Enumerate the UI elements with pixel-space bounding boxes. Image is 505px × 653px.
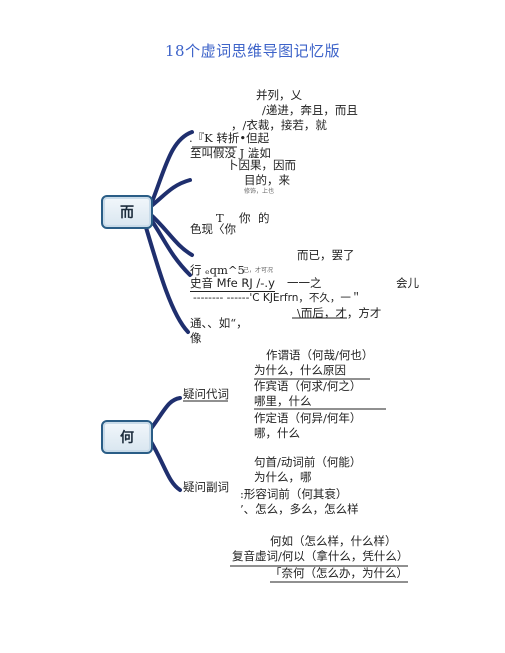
- he-line-6: 句首/动词前（何能）: [254, 455, 362, 469]
- er-line-1: /递进，奔且，而且: [262, 103, 358, 117]
- er-line-7: 修饰，上也: [244, 188, 275, 195]
- er-line-11: 色现〈你: [190, 222, 236, 236]
- er-line-3: .『K 转折•但起: [189, 131, 270, 145]
- he-line-3: 哪里，什么: [254, 394, 312, 408]
- he-line-7: 为什么，哪: [254, 470, 312, 484]
- er-line-2: ，/衣裁，接若，就: [231, 118, 327, 132]
- he-line-0: 作谓语（何哉/何也）: [266, 348, 374, 362]
- er-line-12: 而已，罢了: [297, 248, 355, 262]
- er-line-14: 己，才可况: [243, 267, 274, 274]
- er-line-15: 会儿: [396, 276, 419, 290]
- er-line-10: 的: [258, 211, 270, 225]
- he-line-2: 作宾语（何求/何之）: [254, 379, 362, 393]
- er-line-6: 目的，来: [244, 173, 290, 187]
- er-line-8: T: [216, 211, 224, 225]
- node-er: 而: [101, 195, 153, 229]
- he-line-1: 为什么，什么原因: [254, 363, 346, 377]
- er-line-18: -------- ------'C KJErfrn，不久，一＂: [193, 292, 362, 304]
- er-line-21: 像: [190, 331, 202, 345]
- er-line-20: 通、、如“，: [190, 316, 248, 330]
- he-line-4: 作定语（何异/何年）: [254, 411, 362, 425]
- he-line-11: 复音虚词/何以（拿什么，凭什么）: [232, 549, 409, 563]
- er-line-5: 卜因果，因而: [227, 158, 296, 172]
- er-line-16: 史音 Mfe RJ /-.y: [190, 276, 275, 292]
- page-title: 18个虚词思维导图记忆版: [165, 42, 341, 60]
- er-line-19: \而后，才，方才: [297, 306, 382, 320]
- he-line-12: 「奈何（怎么办，为什么）: [270, 566, 408, 580]
- he-line-10: 何如（怎么样，什么样）: [270, 534, 397, 548]
- he-label-adverb: 疑问副词: [183, 480, 229, 494]
- er-line-9: 你: [239, 211, 251, 225]
- he-label-pronoun: 疑问代词: [183, 387, 229, 401]
- er-line-4: 至叫假没 J 澁如: [190, 146, 271, 160]
- er-line-17: 一一之: [287, 276, 322, 290]
- he-line-8: :形容词前（何其衰）: [240, 487, 348, 501]
- er-line-13: 行 ₑqm^5: [190, 263, 245, 277]
- er-line-0: 并列，乂: [256, 88, 302, 102]
- he-line-9: ’、怎么，多么，怎么样: [240, 502, 359, 516]
- node-he: 何: [101, 420, 153, 454]
- he-line-5: 哪，什么: [254, 426, 300, 440]
